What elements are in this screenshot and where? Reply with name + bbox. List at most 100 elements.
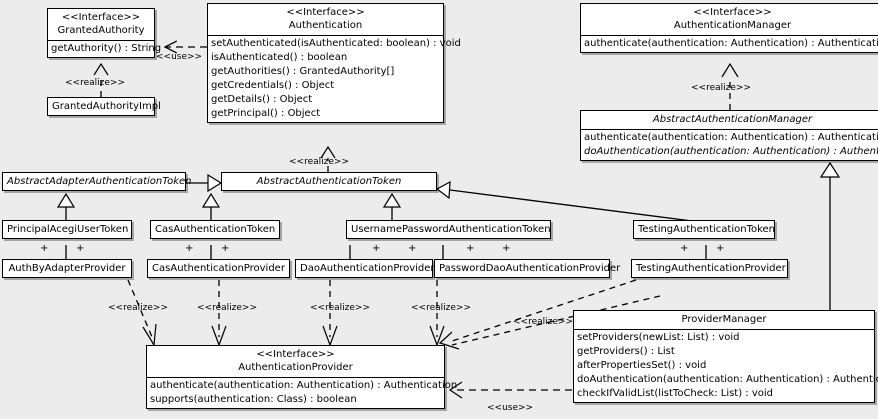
label-realize-auth-by-adapter: <<realize>>: [108, 303, 168, 313]
label-realize-dao-provider: <<realize>>: [310, 303, 370, 313]
operation: checkIfValidList(listToCheck: List) : vo…: [577, 388, 774, 399]
class-header: <<Interface>> GrantedAuthority: [48, 9, 154, 40]
class-name: CasAuthenticationToken: [155, 224, 276, 235]
class-name: CasAuthenticationProvider: [152, 263, 285, 274]
class-granted-authority-impl[interactable]: GrantedAuthorityImpl: [47, 97, 161, 116]
label-realize-testing-provider: <<realize>>: [513, 317, 573, 327]
class-name: Authentication: [288, 20, 363, 31]
operation: authenticate(authentication: Authenticat…: [584, 132, 878, 143]
association-marker-plus: +: [76, 243, 85, 254]
operation: getAuthority() : String: [51, 43, 162, 54]
operations-compartment: getAuthority() : String: [48, 40, 162, 57]
class-name: GrantedAuthorityImpl: [52, 101, 161, 112]
class-authentication-provider[interactable]: <<Interface>> AuthenticationProvider aut…: [146, 345, 458, 409]
class-name: AbstractAdapterAuthenticationToken: [7, 176, 192, 187]
operation: doAuthentication(authentication: Authent…: [577, 374, 878, 385]
class-testing-authentication-provider[interactable]: TestingAuthenticationProvider: [631, 259, 788, 278]
label-realize-password-dao-provider: <<realize>>: [411, 303, 471, 313]
stereotype-label: <<Interface>>: [693, 7, 772, 18]
stereotype-label: <<Interface>>: [61, 12, 141, 23]
class-header: <<Interface>> AuthenticationProvider: [147, 346, 444, 377]
class-header: DaoAuthenticationProvider: [296, 260, 435, 277]
label-use-provider-manager: <<use>>: [487, 403, 534, 413]
class-abstract-adapter-authentication-token[interactable]: AbstractAdapterAuthenticationToken: [2, 172, 192, 191]
class-header: GrantedAuthorityImpl: [48, 98, 161, 115]
association-marker-plus: +: [466, 243, 475, 254]
class-name: AuthenticationManager: [673, 20, 792, 31]
class-auth-by-adapter-provider[interactable]: AuthByAdapterProvider: [2, 259, 132, 278]
class-abstract-authentication-manager[interactable]: AbstractAuthenticationManager authentica…: [580, 110, 878, 161]
class-password-dao-authentication-provider[interactable]: PasswordDaoAuthenticationProvider: [434, 259, 621, 278]
stereotype-label: <<Interface>>: [256, 349, 335, 360]
class-cas-authentication-provider[interactable]: CasAuthenticationProvider: [147, 259, 290, 278]
class-header: AuthByAdapterProvider: [3, 260, 131, 277]
class-header: PasswordDaoAuthenticationProvider: [435, 260, 621, 277]
operation: supports(authentication: Class) : boolea…: [150, 394, 357, 405]
class-abstract-authentication-token[interactable]: AbstractAuthenticationToken: [221, 172, 437, 191]
operation: getAuthorities() : GrantedAuthority[]: [211, 66, 395, 77]
operation: authenticate(authentication: Authenticat…: [150, 380, 458, 391]
association-marker-plus: +: [408, 243, 417, 254]
association-marker-plus: +: [185, 243, 194, 254]
operation: authenticate(authentication: Authenticat…: [584, 38, 878, 49]
class-name: AbstractAuthenticationManager: [652, 114, 813, 125]
class-authentication[interactable]: <<Interface>> Authentication setAuthenti…: [207, 3, 461, 123]
association-marker-plus: +: [221, 243, 230, 254]
operation: getPrincipal() : Object: [211, 108, 321, 119]
class-name: AuthenticationProvider: [238, 362, 353, 373]
class-header: AbstractAuthenticationToken: [222, 173, 436, 190]
class-provider-manager[interactable]: ProviderManager setProviders(newList: Li…: [573, 310, 878, 403]
class-principal-acegi-user-token[interactable]: PrincipalAcegiUserToken: [2, 220, 132, 239]
class-header: CasAuthenticationToken: [151, 221, 279, 238]
operation: getProviders() : List: [577, 346, 675, 357]
operations-compartment: authenticate(authentication: Authenticat…: [147, 377, 458, 408]
association-marker-plus: +: [716, 243, 725, 254]
class-testing-authentication-token[interactable]: TestingAuthenticationToken: [633, 220, 775, 239]
class-name: AbstractAuthenticationToken: [256, 176, 402, 187]
class-username-password-authentication-token[interactable]: UsernamePasswordAuthenticationToken: [346, 220, 551, 239]
class-header: AbstractAdapterAuthenticationToken: [3, 173, 192, 190]
class-name: GrantedAuthority: [57, 25, 145, 36]
operation: setAuthenticated(isAuthenticated: boolea…: [211, 38, 461, 49]
association-marker-plus: +: [502, 243, 511, 254]
association-marker-plus: +: [372, 243, 381, 254]
label-realize-cas-provider: <<realize>>: [197, 303, 257, 313]
class-name: TestingAuthenticationProvider: [636, 263, 786, 274]
label-realize-abstract-authentication-manager: <<realize>>: [691, 83, 751, 93]
operations-compartment: authenticate(authentication: Authenticat…: [581, 35, 878, 52]
class-name: PasswordDaoAuthenticationProvider: [439, 263, 621, 274]
operation: doAuthentication(authentication: Authent…: [584, 146, 878, 157]
class-header: <<Interface>> Authentication: [208, 4, 443, 35]
operations-compartment: setAuthenticated(isAuthenticated: boolea…: [208, 35, 461, 122]
operation: getCredentials() : Object: [211, 80, 335, 91]
class-name: PrincipalAcegiUserToken: [7, 224, 129, 235]
operation: isAuthenticated() : boolean: [211, 52, 348, 63]
association-marker-plus: +: [680, 243, 689, 254]
operation: getDetails() : Object: [211, 94, 313, 105]
class-header: <<Interface>> AuthenticationManager: [581, 4, 878, 35]
class-dao-authentication-provider[interactable]: DaoAuthenticationProvider: [295, 259, 435, 278]
class-authentication-manager[interactable]: <<Interface>> AuthenticationManager auth…: [580, 3, 878, 53]
class-header: AbstractAuthenticationManager: [581, 111, 878, 129]
operation: afterPropertiesSet() : void: [577, 360, 707, 371]
class-header: CasAuthenticationProvider: [148, 260, 289, 277]
label-realize-granted-authority-impl: <<realize>>: [65, 78, 125, 88]
label-realize-abstract-authentication-token: <<realize>>: [289, 157, 349, 167]
class-header: UsernamePasswordAuthenticationToken: [347, 221, 551, 238]
class-header: TestingAuthenticationProvider: [632, 260, 787, 277]
class-name: UsernamePasswordAuthenticationToken: [351, 224, 551, 235]
label-use-authentication-granted-authority: <<use>>: [156, 52, 203, 62]
operations-compartment: setProviders(newList: List) : void getPr…: [574, 329, 878, 402]
operation: setProviders(newList: List) : void: [577, 332, 740, 343]
class-header: PrincipalAcegiUserToken: [3, 221, 131, 238]
class-name: DaoAuthenticationProvider: [300, 263, 435, 274]
class-name: TestingAuthenticationToken: [638, 224, 776, 235]
class-name: AuthByAdapterProvider: [8, 263, 126, 274]
stereotype-label: <<Interface>>: [286, 7, 365, 18]
class-header: ProviderManager: [574, 311, 874, 329]
class-cas-authentication-token[interactable]: CasAuthenticationToken: [150, 220, 280, 239]
class-header: TestingAuthenticationToken: [634, 221, 776, 238]
class-granted-authority[interactable]: <<Interface>> GrantedAuthority getAuthor…: [47, 8, 162, 58]
